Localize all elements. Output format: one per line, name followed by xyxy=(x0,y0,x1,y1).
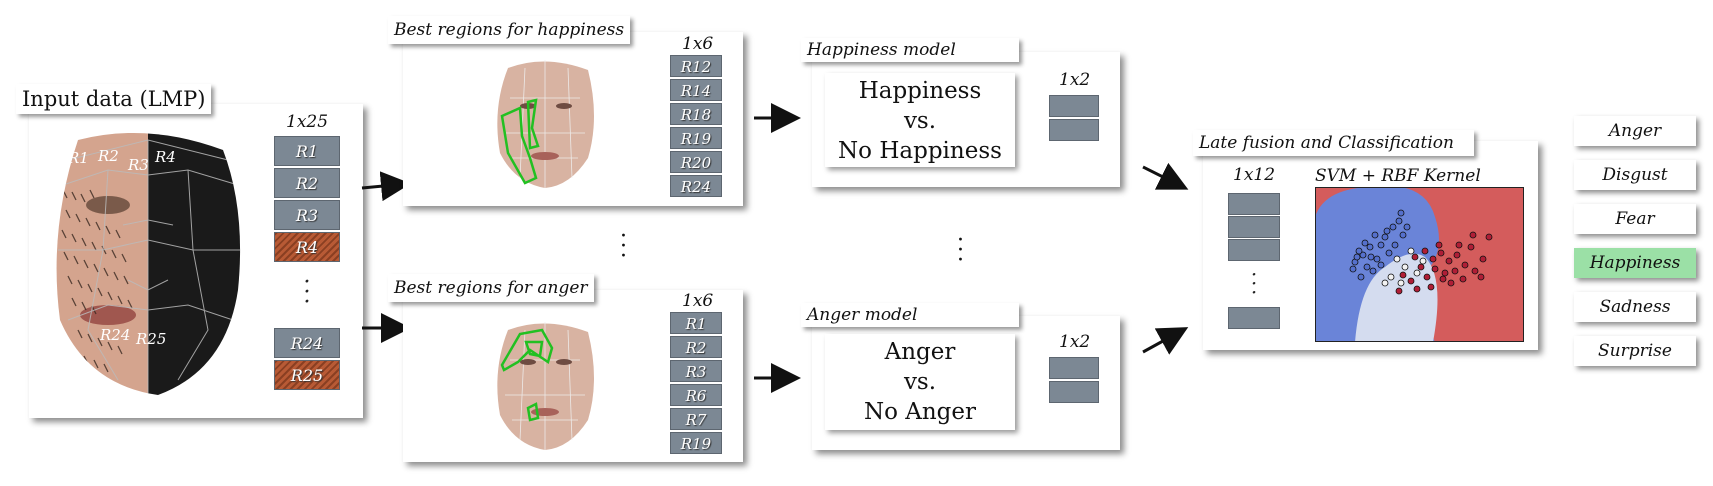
face-label-r2: R2 xyxy=(97,147,119,165)
output-fear: Fear xyxy=(1574,204,1696,234)
output-sadness: Sadness xyxy=(1574,292,1696,322)
anger-cell-r19: R19 xyxy=(670,432,722,454)
output-disgust: Disgust xyxy=(1574,160,1696,190)
happiness-model-text: Happiness vs. No Happiness xyxy=(825,76,1015,166)
happiness-model-output xyxy=(1049,95,1099,141)
anger-region-outline xyxy=(500,328,554,422)
happiness-model-title: Happiness model xyxy=(801,38,1019,62)
happiness-model-dim-label: 1x2 xyxy=(1059,70,1091,90)
input-title: Input data (LMP) xyxy=(16,84,212,114)
anger-model-box xyxy=(825,334,1015,430)
input-cell-r4: R4 xyxy=(274,232,340,262)
anger-model-title: Anger model xyxy=(801,303,1019,327)
fusion-vdots: ··· xyxy=(1228,262,1280,306)
svm-blue-points xyxy=(1349,209,1411,281)
svm-plot xyxy=(1315,187,1524,342)
anger-dim-label: 1x6 xyxy=(682,291,714,311)
arrow-hmodel-to-fusion xyxy=(1142,162,1189,190)
happiness-regions-title: Best regions for happiness xyxy=(388,16,631,44)
face-label-r3: R3 xyxy=(127,156,149,174)
happiness-model-output-cell-2 xyxy=(1049,119,1099,141)
input-cell-r3: R3 xyxy=(274,200,340,230)
anger-cell-r1: R1 xyxy=(670,312,722,334)
happiness-cell-r18: R18 xyxy=(670,103,722,125)
happiness-model-line1: Happiness xyxy=(858,78,982,104)
svm-white-points xyxy=(1381,247,1427,287)
fusion-vector: ··· xyxy=(1228,193,1280,329)
regions-vdots: ··· xyxy=(620,224,627,269)
arrow-input-to-happiness xyxy=(361,171,411,202)
happiness-cell-r24: R24 xyxy=(670,175,722,197)
anger-model-text: Anger vs. No Anger xyxy=(825,337,1015,427)
output-surprise: Surprise xyxy=(1574,336,1696,366)
anger-model-output xyxy=(1049,357,1099,403)
happiness-cell-r12: R12 xyxy=(670,55,722,77)
happiness-model-output-cell-1 xyxy=(1049,95,1099,117)
fusion-cell-2 xyxy=(1228,216,1280,238)
face-label-r1: R1 xyxy=(67,149,89,167)
anger-vector: R1 R2 R3 R6 R7 R19 xyxy=(670,312,722,454)
fusion-cell-last xyxy=(1228,307,1280,329)
anger-cell-r2: R2 xyxy=(670,336,722,358)
face-label-r25: R25 xyxy=(135,330,166,348)
anger-model-line3: No Anger xyxy=(863,399,977,425)
output-happiness: Happiness xyxy=(1574,248,1696,278)
models-vdots: ··· xyxy=(957,228,964,273)
anger-regions-title: Best regions for anger xyxy=(388,274,594,302)
input-cell-r1: R1 xyxy=(274,136,340,166)
happiness-region-outline xyxy=(500,98,540,185)
happiness-cell-r19: R19 xyxy=(670,127,722,149)
anger-model-line1: Anger xyxy=(884,339,956,365)
input-dim-label: 1x25 xyxy=(286,112,329,132)
input-face: R1 R2 R3 R4 R24 R25 xyxy=(56,132,241,396)
fusion-dim-label: 1x12 xyxy=(1233,165,1276,185)
input-cell-r25: R25 xyxy=(274,360,340,390)
face-label-r24: R24 xyxy=(99,326,130,344)
output-anger: Anger xyxy=(1574,116,1696,146)
anger-face xyxy=(497,322,594,450)
arrow-amodel-to-fusion xyxy=(1142,327,1189,355)
input-vector: R1 R2 R3 R4 ··· R24 R25 xyxy=(274,136,340,390)
happiness-dim-label: 1x6 xyxy=(682,34,714,54)
happiness-vector: R12 R14 R18 R19 R20 R24 xyxy=(670,55,722,197)
input-cell-r2: R2 xyxy=(274,168,340,198)
happiness-cell-r14: R14 xyxy=(670,79,722,101)
input-cell-r24: R24 xyxy=(274,328,340,358)
happiness-model-box xyxy=(825,73,1015,167)
happiness-model-line2: vs. xyxy=(903,108,937,134)
input-vdots: ··· xyxy=(274,264,340,326)
fusion-title: Late fusion and Classification xyxy=(1193,130,1474,156)
anger-cell-r7: R7 xyxy=(670,408,722,430)
anger-model-output-cell-2 xyxy=(1049,381,1099,403)
anger-model-dim-label: 1x2 xyxy=(1059,332,1091,352)
anger-cell-r6: R6 xyxy=(670,384,722,406)
happiness-face xyxy=(497,60,594,188)
happiness-model-line3: No Happiness xyxy=(838,138,1002,164)
svm-red-points xyxy=(1395,231,1493,295)
anger-model-line2: vs. xyxy=(903,369,937,395)
face-label-r4: R4 xyxy=(154,148,176,166)
svm-plot-title: SVM + RBF Kernel xyxy=(1315,166,1481,186)
fusion-cell-3 xyxy=(1228,239,1280,261)
fusion-cell-1 xyxy=(1228,193,1280,215)
anger-cell-r3: R3 xyxy=(670,360,722,382)
happiness-cell-r20: R20 xyxy=(670,151,722,173)
anger-model-output-cell-1 xyxy=(1049,357,1099,379)
